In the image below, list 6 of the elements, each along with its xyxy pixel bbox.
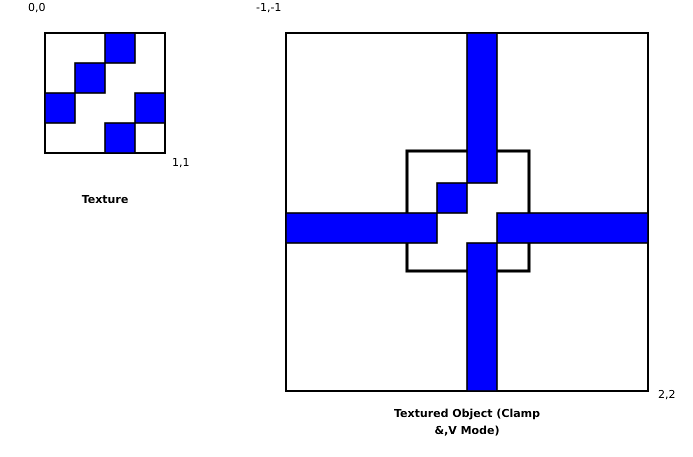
- object-caption: Textured Object (Clamp &,V Mode): [393, 406, 541, 439]
- coordinate-label: 2,2: [658, 388, 676, 401]
- coordinate-label: 0,0: [28, 1, 46, 14]
- texture-caption: Texture: [80, 192, 130, 208]
- coordinate-label: 1,1: [172, 156, 190, 169]
- coordinate-label: -1,-1: [256, 1, 282, 14]
